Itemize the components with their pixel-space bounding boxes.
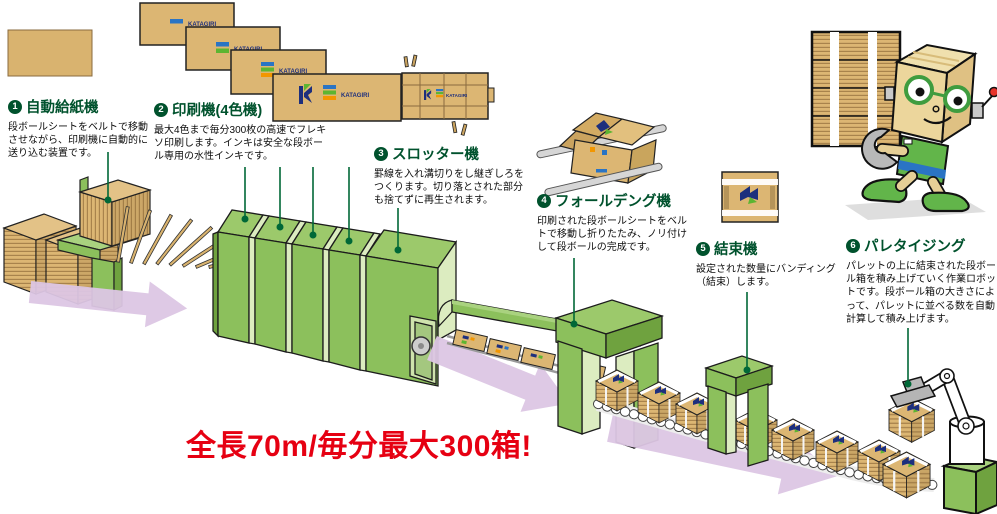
station-title-text: 自動給紙機: [26, 100, 99, 116]
station-number-badge: 1: [8, 99, 22, 114]
print-unit-3: [291, 243, 324, 362]
mascot-antenna: [981, 94, 994, 108]
print-unit-1: [217, 231, 250, 344]
mascot-smile: [923, 116, 952, 125]
mascot-glasses: [904, 75, 934, 105]
exit-roller-hub: [418, 343, 424, 349]
leader-dots: [104, 196, 912, 388]
station-description: 設定された数量にバンディング（結束）します。: [696, 264, 836, 289]
station-title: 6 パレタイジング: [846, 235, 996, 256]
station-title-text: パレタイジング: [864, 239, 966, 255]
robot-gripper: [889, 384, 937, 408]
flow-arrow-1: [28, 281, 188, 328]
raw-corrugated-sheet: [7, 29, 93, 77]
station-number-badge: 4: [537, 193, 551, 208]
station-description: 印刷された段ボールシートをベルトで移動し折りたたみ、ノリ付けして段ボールの完成で…: [537, 216, 687, 254]
station-title: 1 自動給紙機: [8, 96, 154, 117]
station-description: 最大4色まで毎分300枚の高速でフレキソ印刷します。インキは安全な段ボール専用の…: [154, 125, 327, 163]
robot-arm-link-1: [942, 371, 971, 431]
station-number-badge: 2: [154, 102, 168, 117]
station-title: 2 印刷機(4色機): [154, 99, 330, 120]
mascot-arm: [861, 127, 909, 170]
brand-logo-text: KATAGIRI: [446, 93, 467, 98]
printed-blank-3: [520, 347, 556, 371]
printed-sheet-step4: KATAGIRI: [272, 73, 402, 122]
folding-sheet: [536, 112, 667, 197]
station-label-folding: 4 フォールデング機 印刷された段ボールシートをベルトで移動し折りたたみ、ノリ付…: [537, 190, 695, 255]
folding-machine-arch: [553, 299, 665, 449]
station-number-badge: 5: [696, 241, 710, 256]
station-title-text: 印刷機(4色機): [172, 103, 263, 119]
station-label-slotter: 3 スロッター機 罫線を入れ溝切りをし継ぎしろをつくります。切り落とされた部分も…: [374, 143, 532, 208]
station-title: 4 フォールデング機: [537, 190, 695, 211]
mascot-nose: [932, 105, 940, 113]
mascot: [810, 30, 997, 220]
printed-blank-2: [486, 338, 522, 362]
station-title: 3 スロッター機: [374, 143, 532, 164]
mascot-right-shoe: [921, 191, 970, 213]
station-title-text: スロッター機: [392, 147, 479, 163]
mascot-head: [884, 43, 997, 144]
flow-arrow-2: [427, 335, 570, 412]
mascot-carried-stack: [810, 30, 902, 148]
station-title-text: フォールデング機: [555, 194, 671, 210]
strapping-machine-arch: [703, 355, 775, 467]
printed-blank-1: [452, 329, 488, 353]
station-description: 罫線を入れ溝切りをし継ぎしろをつくります。切り落とされた部分も捨てずに再生されま…: [374, 169, 524, 207]
station-title-text: 結束機: [714, 242, 758, 258]
brand-logo-text: KATAGIRI: [341, 93, 369, 99]
finished-flat-box: [721, 171, 779, 223]
die-cut-sheet: KATAGIRI: [401, 54, 495, 136]
station-number-badge: 6: [846, 238, 860, 253]
mascot-antenna-ball: [988, 86, 997, 98]
station-description: 段ボールシートをベルトで移動させながら、印刷機に自動的に送り込む装置です。: [8, 122, 148, 160]
station-label-palletizing: 6 パレタイジング パレットの上に結束された段ボール箱を積み上げていく作業ロボッ…: [846, 235, 996, 326]
printer-machine: [212, 209, 458, 387]
station-label-feeder: 1 自動給紙機 段ボールシートをベルトで移動させながら、印刷機に自動的に送り込む…: [8, 96, 154, 161]
mascot-right-ear: [971, 102, 984, 119]
flow-arrow-3: [607, 414, 837, 495]
mascot-left-ear: [884, 86, 895, 101]
station-label-printer: 2 印刷機(4色機) 最大4色まで毎分300枚の高速でフレキソ印刷します。インキ…: [154, 99, 330, 164]
print-unit-4: [328, 249, 361, 371]
mascot-clamp-hand: [861, 127, 899, 170]
print-unit-2: [254, 237, 287, 353]
line-spec-headline: 全長70m/毎分最大300箱!: [186, 430, 532, 463]
leader-lines: [107, 152, 909, 384]
brand-logo-text: KATAGIRI: [188, 22, 216, 28]
station-number-badge: 3: [374, 146, 388, 161]
brand-logo-text: KATAGIRI: [279, 69, 307, 75]
station-title: 5 結束機: [696, 238, 850, 259]
station-description: パレットの上に結束された段ボール箱を積み上げていく作業ロボットです。段ボール箱の…: [846, 261, 996, 325]
station-label-strapping: 5 結束機 設定された数量にバンディング（結束）します。: [696, 238, 850, 289]
